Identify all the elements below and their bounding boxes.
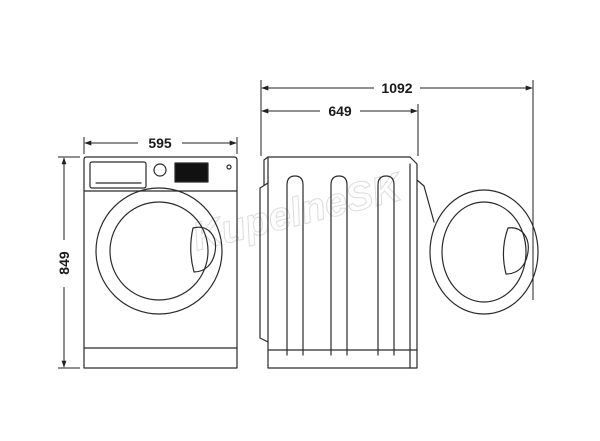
side-rib-3 [377,175,395,356]
front-body-outline [83,156,238,369]
open-door-hinge-link [423,185,435,223]
program-knob [153,163,167,177]
open-door-inner [441,201,527,303]
side-view [259,156,425,369]
door-glass [109,201,209,301]
dim-height-label: 849 [56,251,72,275]
watermark-text: KupelneSK [188,164,409,259]
side-rib-2 [330,175,348,356]
power-button [226,164,232,170]
detergent-drawer [89,161,147,189]
dim-width-label: 595 [148,135,172,151]
side-door-hinge [416,179,425,187]
open-door-handle [502,227,529,275]
side-rib-1 [286,175,304,356]
open-door-view [423,185,539,315]
side-body-outline [267,156,418,369]
dim-depth-label: 649 [328,103,352,119]
door-outer-ring [95,187,223,315]
front-view [83,156,238,369]
control-display [174,162,209,183]
door-handle [190,226,217,273]
dim-total-depth-label: 1092 [381,80,412,96]
side-top-lip [263,156,269,186]
side-back-bump [259,182,269,343]
open-door-outer [429,189,539,315]
